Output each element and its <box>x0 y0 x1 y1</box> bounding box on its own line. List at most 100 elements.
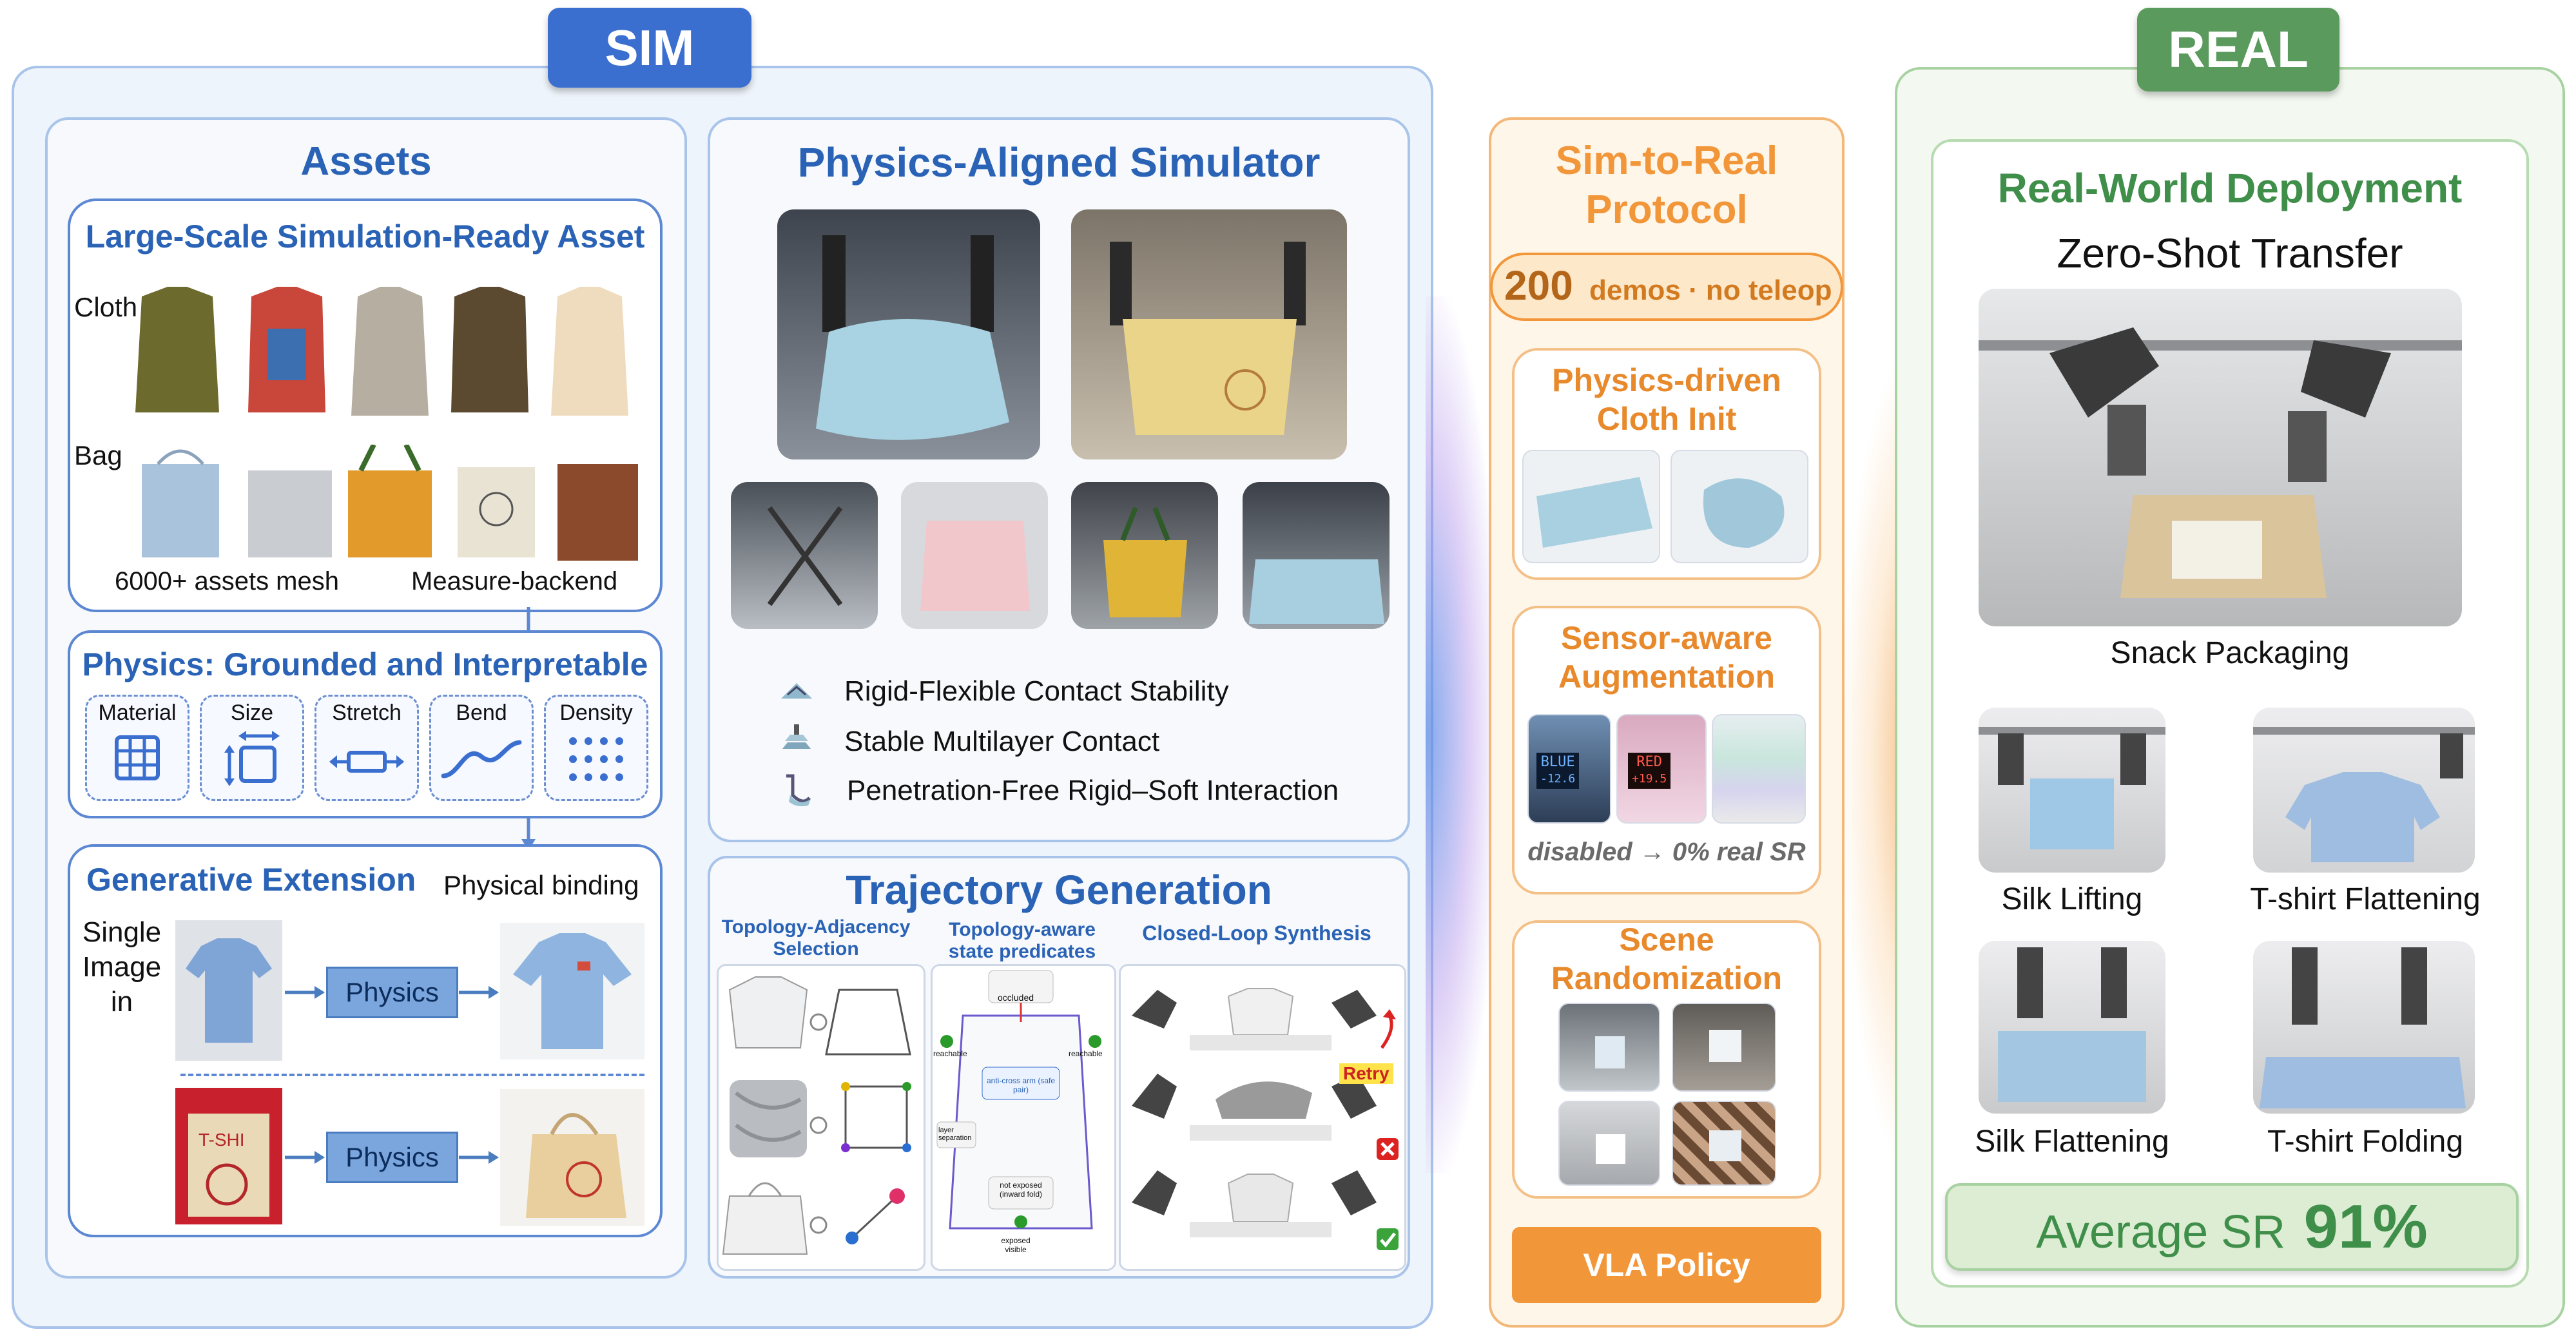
sensor-tile-red: RED +19.5 <box>1616 714 1707 824</box>
real-title: Real-World Deployment <box>1997 165 2463 211</box>
sim-to-protocol-glow <box>1426 296 1496 1173</box>
tshirt-input-image <box>175 920 282 1061</box>
trajectory-col1-title: Topology-Adjacency Selection <box>721 916 911 960</box>
vla-policy-label: VLA Policy <box>1583 1247 1750 1283</box>
contact-stability-icon <box>781 683 812 699</box>
property-card-material: Material <box>85 695 189 801</box>
bag-leather-image <box>557 464 638 561</box>
sensor-tile-blue: BLUE -12.6 <box>1527 714 1611 824</box>
property-label-bend: Bend <box>456 700 507 725</box>
binding-label: Physical binding <box>443 870 639 900</box>
cloth-init-title: Physics-driven Cloth Init <box>1552 362 1781 437</box>
generative-title: Generative Extension <box>86 862 416 898</box>
scene-thumb-3 <box>1558 1101 1660 1186</box>
real-tag-label: REAL <box>2168 21 2309 78</box>
large-scale-asset-title: Large-Scale Simulation-Ready Asset <box>85 218 645 255</box>
scene-thumb-1 <box>1558 1003 1660 1092</box>
topology-adjacency-figure <box>722 976 911 1255</box>
snack-packaging-photo <box>1979 289 2462 626</box>
task-label-silk-flattening: Silk Flattening <box>1975 1125 2169 1159</box>
silk-flattening-photo <box>1979 941 2165 1114</box>
arrow-into-physics-1 <box>285 986 325 999</box>
physics-title: Physics: Grounded and Interpretable <box>82 646 648 682</box>
property-card-density: Density <box>544 695 648 801</box>
property-card-size: Size <box>200 695 304 801</box>
physics-button-shirt: Physics <box>326 967 458 1018</box>
mesh-caption: 6000+ assets mesh <box>115 567 339 595</box>
trench-coat-image <box>351 287 429 416</box>
cream-coat-image <box>551 287 628 416</box>
property-card-stretch: Stretch <box>315 695 419 801</box>
average-sr-label: Average SR <box>2036 1206 2286 1258</box>
sim-scene-cloth-lift <box>777 209 1040 459</box>
rigid-soft-icon <box>786 774 811 807</box>
physics-button-bag-label: Physics <box>345 1142 439 1172</box>
sensor-tile-pastel <box>1712 714 1806 824</box>
trajectory-col3-title: Closed-Loop Synthesis <box>1142 922 1371 945</box>
trajectory-col2-title: Topology-aware state predicates <box>948 919 1096 962</box>
sensor-tile-blue-value: -12.6 <box>1540 772 1576 786</box>
predicates-figure <box>936 970 1101 1230</box>
stretch-icon <box>329 751 404 773</box>
resize-icon <box>224 731 280 786</box>
simulator-title: Physics-Aligned Simulator <box>797 139 1321 186</box>
closed-loop-figure <box>1132 988 1399 1250</box>
vla-policy-box: VLA Policy <box>1512 1227 1821 1303</box>
bag-assets-row <box>142 445 638 561</box>
retry-label: Retry <box>1339 1063 1393 1084</box>
svg-text:T-SHI: T-SHI <box>199 1130 245 1150</box>
sensor-tile-blue-name: BLUE <box>1540 754 1575 770</box>
bag-output-image <box>500 1089 644 1226</box>
cloth-label: Cloth <box>74 292 138 322</box>
sim-tag: SIM <box>548 8 751 88</box>
demos-badge <box>1490 253 1843 321</box>
cloth-assets-row <box>135 287 628 416</box>
bag-label: Bag <box>74 440 122 470</box>
demos-text: demos · no teleop <box>1589 275 1832 306</box>
sensor-tile-red-value: +19.5 <box>1632 772 1667 786</box>
bag-orange-image <box>348 470 432 557</box>
sensor-title: Sensor-aware Augmentation <box>1558 620 1776 695</box>
predicate-occluded: occluded <box>998 992 1034 1003</box>
trajectory-title: Trajectory Generation <box>846 867 1272 913</box>
bag-silver-image <box>248 470 332 557</box>
property-label-material: Material <box>98 700 177 725</box>
wave-icon <box>441 740 522 778</box>
property-label-density: Density <box>559 700 633 725</box>
arrow-into-physics-2 <box>285 1151 325 1164</box>
predicate-anti-cross: anti-cross arm (safe pair) <box>986 1076 1056 1094</box>
arrow-out-physics-1 <box>459 986 499 999</box>
average-sr-value: 91% <box>2303 1192 2428 1261</box>
physics-button-bag: Physics <box>326 1132 458 1183</box>
predicate-not-exposed: not exposed (inward fold) <box>999 1181 1043 1199</box>
simulator-feature-3: Penetration-Free Rigid–Soft Interaction <box>847 775 1339 806</box>
sensor-tile-red-name: RED <box>1636 754 1662 770</box>
sim-scene-bag-grasp <box>1071 209 1347 459</box>
predicate-layer-separation: layer separation <box>938 1126 972 1142</box>
sim-tag-label: SIM <box>605 19 695 76</box>
property-card-bend: Bend <box>429 695 534 801</box>
simulator-feature-1: Rigid-Flexible Contact Stability <box>844 675 1229 707</box>
sensor-note: disabled → 0% real SR <box>1527 838 1806 866</box>
dots-icon <box>569 737 623 781</box>
snack-packaging-label: Snack Packaging <box>2110 636 2350 670</box>
real-tag: REAL <box>2137 8 2339 92</box>
property-label-stretch: Stretch <box>332 700 402 725</box>
bag-canvas-image <box>458 467 535 557</box>
arrow-out-physics-2 <box>459 1151 499 1164</box>
cloth-init-thumb-flat <box>1522 450 1660 563</box>
assets-title: Assets <box>300 139 432 184</box>
cloth-init-thumb-crumpled <box>1671 450 1808 563</box>
property-label-size: Size <box>230 700 274 725</box>
jacket-olive-image <box>135 287 219 412</box>
single-image-label: Single Image in <box>82 916 162 1018</box>
predicate-reachable-right: reachable <box>1069 1049 1103 1058</box>
demos-number: 200 <box>1504 262 1573 309</box>
sim-scene-hanger <box>731 482 878 629</box>
task-label-tshirt-folding: T-shirt Folding <box>2267 1125 2464 1159</box>
sim-scene-blue-sheet <box>1243 482 1390 629</box>
real-subtitle: Zero-Shot Transfer <box>2057 230 2403 276</box>
dashed-separator <box>180 1074 644 1076</box>
blazer-brown-image <box>451 287 528 412</box>
bag-input-image: T-SHI <box>175 1088 282 1224</box>
